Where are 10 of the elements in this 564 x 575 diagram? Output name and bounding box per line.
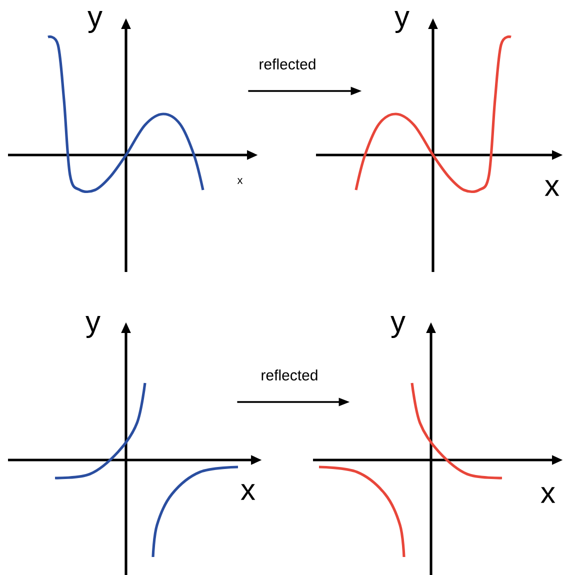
axis-label: y (88, 10, 102, 34)
axis-label: x (237, 178, 243, 184)
axis-label: y (86, 316, 100, 338)
axis-label: x (540, 487, 556, 503)
axis-label: x (240, 484, 256, 500)
axis-label: y (394, 10, 410, 34)
axis-label: y (390, 316, 406, 338)
edge-label: reflected (260, 58, 316, 70)
edge-label: reflected (262, 370, 318, 380)
axis-label: x (544, 180, 560, 196)
